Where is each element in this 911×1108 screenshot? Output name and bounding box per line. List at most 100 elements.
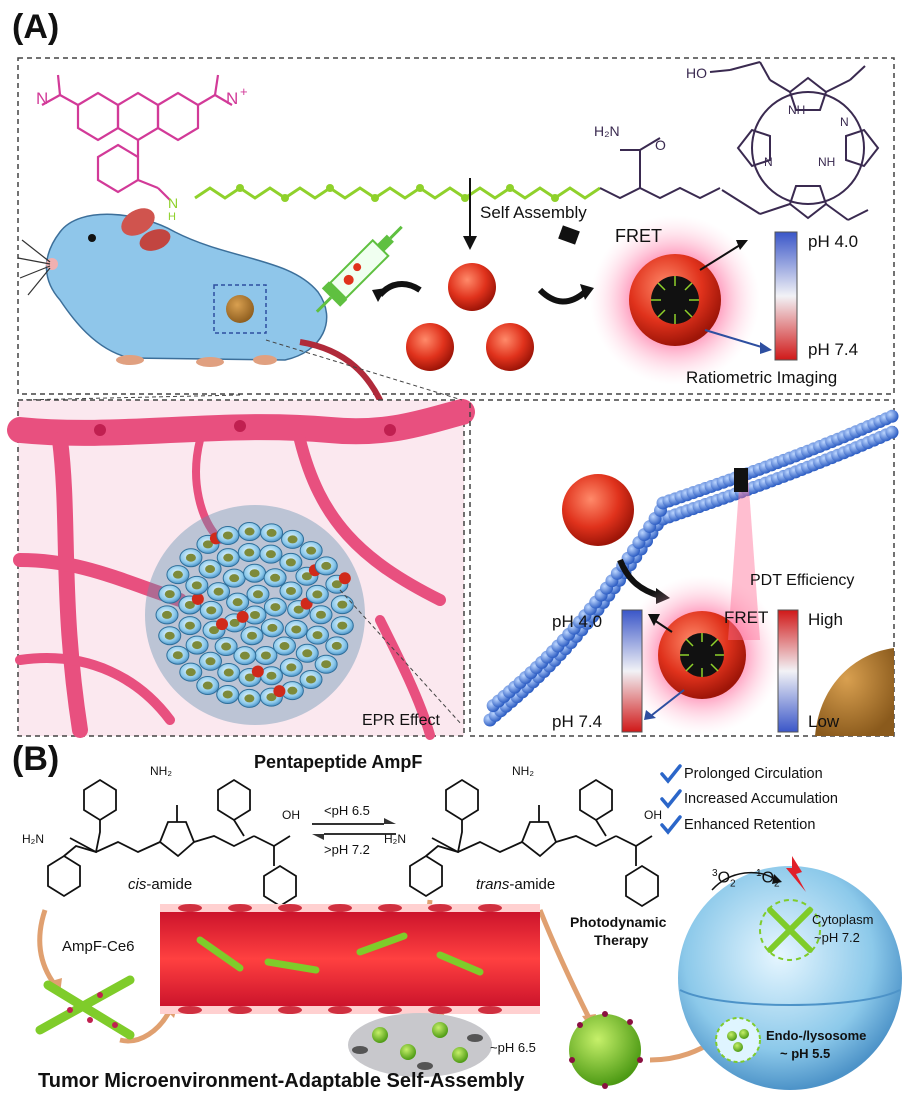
tumor-cell-nucleus [302, 649, 313, 658]
tumor-cell-nucleus [247, 631, 258, 640]
triplet-sup: 3 [712, 868, 718, 879]
process-arrow-3 [537, 909, 593, 1022]
light-source-bottom [734, 468, 748, 492]
tumor-cell-nucleus [172, 570, 183, 579]
fret-emit-arrow-top [699, 244, 741, 271]
cis-h2n-label: H₂N [22, 832, 44, 846]
benefit-enhanced-retention: Enhanced Retention [684, 817, 816, 833]
tumor-cell-nucleus [206, 606, 217, 615]
tumor-cell-nucleus [286, 663, 297, 672]
tumor-cell-nucleus [301, 572, 312, 581]
imaging-arrow [537, 287, 587, 305]
photodynamic-label: Photodynamic [570, 914, 667, 930]
tumor-cell-nucleus [321, 561, 332, 570]
membrane-bead [885, 409, 899, 423]
cytoplasm-label: Cytoplasm [812, 912, 874, 927]
nanoparticle-dots [569, 1011, 643, 1089]
benefit-checks [660, 764, 682, 835]
benefit-prolonged-circulation: Prolonged Circulation [684, 766, 823, 782]
tumor-cell-nucleus [205, 565, 216, 574]
tumor-cell-nucleus [223, 668, 234, 677]
tumor-cell-nucleus [265, 550, 276, 559]
trans-oh-label: OH [644, 808, 662, 822]
singlet-oxygen-label: 1O2 [756, 868, 780, 890]
process-arrow-2 [119, 1008, 173, 1044]
tumor-cluster-b [348, 1013, 492, 1077]
ph-bottom-high-label: pH 4.0 [552, 612, 603, 631]
ph-top-low-label: pH 7.4 [808, 340, 859, 359]
tumor-cell-nucleus [202, 681, 213, 690]
process-arrow-1 [37, 909, 58, 987]
fret-emit-blue-arrow-top [704, 329, 766, 349]
tumor-cell-nucleus [306, 546, 317, 555]
tumor-cell-nucleus [244, 527, 255, 536]
trans-nh2-label: NH₂ [512, 764, 534, 778]
cis-oh-label: OH [282, 808, 300, 822]
cell-sphere [678, 866, 902, 1090]
chem-carbonyl-o: O [655, 137, 666, 153]
chem-iminium-n: N [226, 89, 238, 108]
tumor-cell-nucleus [239, 651, 250, 660]
epr-zoom-line [339, 589, 463, 726]
check-icon-3 [660, 815, 682, 835]
self-assembly-arrowhead-icon [463, 236, 477, 250]
ampf-ce6-label: AmpF-Ce6 [62, 938, 135, 955]
pdt-efficiency-label: PDT Efficiency [750, 572, 855, 589]
trans-amide-structure [409, 778, 659, 908]
chem-amine-n: N [36, 89, 48, 108]
tumor-cell-nucleus [293, 605, 304, 614]
fret-emit-arrowhead-bottom-icon [648, 614, 660, 626]
vessel-nodes [94, 420, 396, 436]
chem-amide-n: N [168, 195, 178, 211]
tumor-cell-nucleus [244, 694, 255, 703]
tumor-cell-nucleus [266, 671, 277, 680]
panel-b-label: (B) [12, 740, 60, 778]
pdt-colorbar [777, 609, 799, 733]
tumor-cell-nucleus [221, 642, 232, 651]
fret-emit-blue-arrowhead-bottom-icon [644, 710, 656, 720]
tumor-cell-nucleus [185, 668, 196, 677]
trans-h2n-label: H₂N [384, 832, 406, 846]
tumor-cell-nucleus [270, 603, 281, 612]
tumor-cell-nucleus [244, 548, 255, 557]
tumor-cell-nucleus [331, 641, 342, 650]
tumor-cell-nucleus [315, 610, 326, 619]
endolysosome-label: Endo-/lysosome [766, 1028, 867, 1043]
tumor-cell-nucleus [244, 673, 255, 682]
light-source-top [558, 225, 580, 245]
tumor-cell-nucleus [312, 590, 323, 599]
triplet-oxygen-label: 3O2 [712, 868, 736, 890]
cytoplasm-ph-label: ~pH 7.2 [814, 930, 860, 945]
tumor-cell-nucleus [285, 586, 296, 595]
tumor-cell-nucleus [205, 657, 216, 666]
equilibrium-reverse-arrowhead-icon [312, 834, 324, 840]
tumor-cells [155, 522, 354, 708]
tumor-cell-nucleus [331, 580, 342, 589]
accumulated-nanoparticle [251, 665, 264, 678]
pdt-high-label: High [808, 610, 843, 629]
tumor-cell-nucleus [202, 540, 213, 549]
tumor-cell-nucleus [162, 610, 173, 619]
zoom-line-left [19, 394, 241, 401]
trans-amide-label: trans-amide [476, 876, 555, 893]
tumor-cell-nucleus [287, 535, 298, 544]
zoom-line-right [265, 339, 463, 401]
tumor-cell-nucleus [222, 690, 233, 699]
chem-n-1: N [840, 115, 849, 129]
blood-vessel [160, 904, 540, 1014]
trans-italic: trans [476, 876, 510, 893]
cis-amide-structure [47, 778, 297, 908]
chem-plus: + [240, 84, 248, 99]
equilibrium-forward-arrowhead-icon [384, 818, 396, 824]
tumor-cell-nucleus [184, 600, 195, 609]
inject-arrowhead-icon [372, 288, 386, 302]
accumulated-nanoparticle [216, 618, 229, 631]
tumor-cell-nucleus [291, 625, 302, 634]
tumor-cell-nucleus [306, 675, 317, 684]
chem-nh-1: NH [788, 103, 805, 117]
tumor-cell-nucleus [164, 631, 175, 640]
accumulated-nanoparticle [191, 592, 204, 605]
tumor-cell-nucleus [287, 686, 298, 695]
